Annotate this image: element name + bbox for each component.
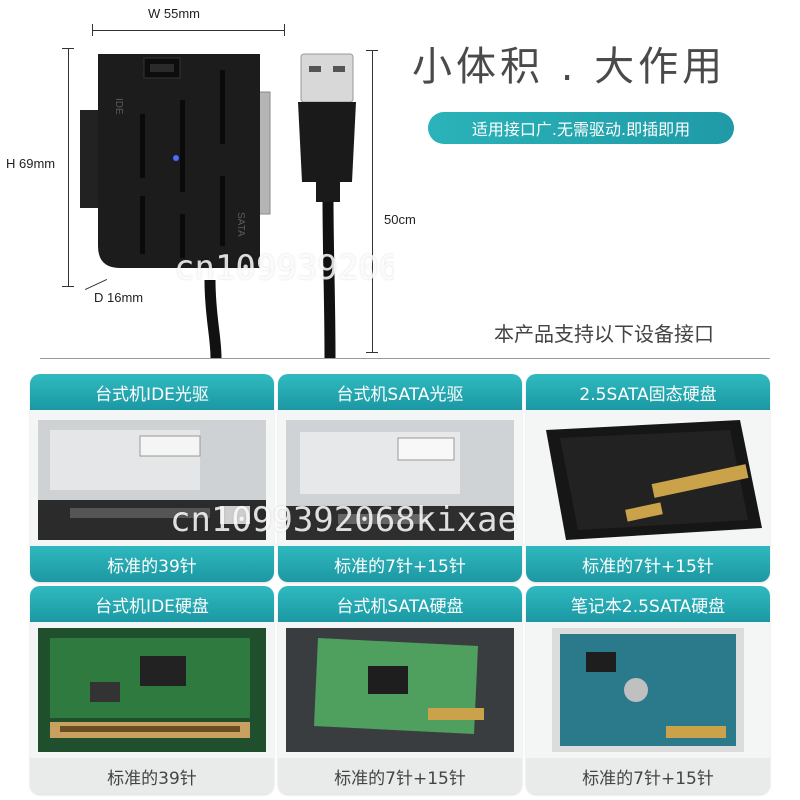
card-footer: 标准的7针+15针 <box>278 546 522 582</box>
ide-connector <box>80 110 98 208</box>
hero-feature-pill: 适用接口广.无需驱动.即插即用 <box>428 112 734 144</box>
card-title: 台式机IDE硬盘 <box>30 586 274 622</box>
ide-label: IDE <box>113 98 124 115</box>
usb-cable <box>322 195 336 359</box>
sata-hard-disk-image <box>278 622 522 758</box>
usb-plug-metal <box>300 53 354 103</box>
card-ide-optical: 台式机IDE光驱 标准的39针 <box>30 374 274 582</box>
card-title: 2.5SATA固态硬盘 <box>526 374 770 410</box>
width-label: W 55mm <box>148 6 200 21</box>
depth-label: D 16mm <box>94 290 144 305</box>
ide-optical-drive-image <box>30 410 274 546</box>
card-sata-hdd: 台式机SATA硬盘 标准的7针+15针 <box>278 586 522 794</box>
height-tick-bottom <box>62 286 74 287</box>
card-title: 台式机SATA光驱 <box>278 374 522 410</box>
status-led <box>173 155 179 161</box>
card-title: 笔记本2.5SATA硬盘 <box>526 586 770 622</box>
sata-label: SATA <box>235 212 246 237</box>
card-footer: 标准的7针+15针 <box>526 546 770 582</box>
height-line <box>68 48 69 286</box>
bottom-cable <box>204 279 222 359</box>
ssd-image <box>526 410 770 546</box>
cable-tick-top <box>366 50 378 51</box>
width-tick-right <box>284 24 285 36</box>
card-sata-optical: 台式机SATA光驱 标准的7针+15针 <box>278 374 522 582</box>
height-label: H 69mm <box>6 156 56 171</box>
width-line <box>92 30 284 31</box>
hero-title: 小体积 . 大作用 <box>412 44 727 90</box>
card-title: 台式机SATA硬盘 <box>278 586 522 622</box>
support-interfaces-text: 本产品支持以下设备接口 <box>494 322 714 346</box>
card-footer: 标准的39针 <box>30 546 274 582</box>
laptop-sata-hard-disk-image <box>526 622 770 758</box>
card-laptop-hdd: 笔记本2.5SATA硬盘 标准的7针+15针 <box>526 586 770 794</box>
adapter-body <box>98 54 260 268</box>
adapter-illustration: IDE SATA <box>80 53 356 359</box>
cable-tick-bottom <box>366 352 378 353</box>
card-title: 台式机IDE光驱 <box>30 374 274 410</box>
usb-plug-body <box>298 102 356 182</box>
card-ssd: 2.5SATA固态硬盘 标准的7针+15针 <box>526 374 770 582</box>
width-tick-left <box>92 24 93 36</box>
height-tick-top <box>62 48 74 49</box>
sata-optical-drive-image <box>278 410 522 546</box>
cable-length-label: 50cm <box>384 212 416 227</box>
card-footer: 标准的39针 <box>30 758 274 794</box>
cable-length-line <box>372 50 373 352</box>
card-footer: 标准的7针+15针 <box>278 758 522 794</box>
ide-hard-disk-image <box>30 622 274 758</box>
card-ide-hdd: 台式机IDE硬盘 标准的39针 <box>30 586 274 794</box>
section-divider <box>40 358 770 359</box>
card-footer: 标准的7针+15针 <box>526 758 770 794</box>
